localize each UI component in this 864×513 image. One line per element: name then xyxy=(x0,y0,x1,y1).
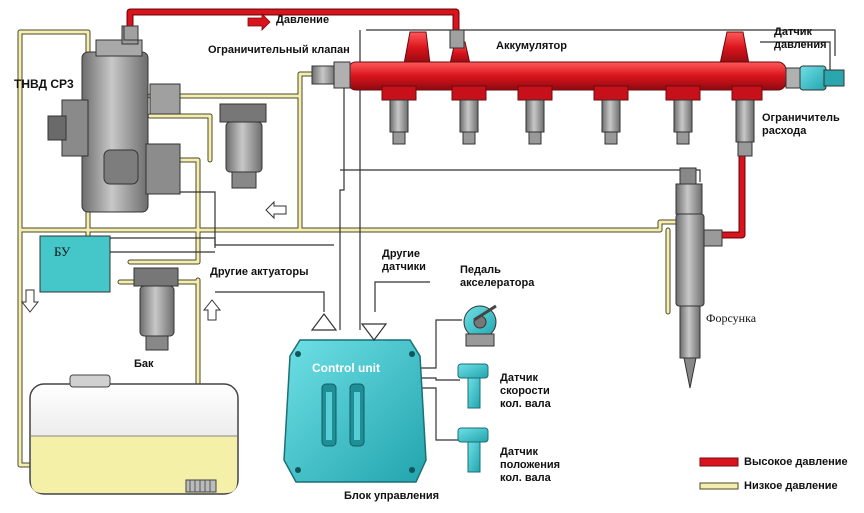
legend-high-swatch xyxy=(699,457,739,467)
label-crank-position-sensor: Датчик положения кол. вала xyxy=(500,446,561,484)
injector xyxy=(675,167,723,389)
flow-arrow-down-icon xyxy=(20,289,40,313)
label-pump: ТНВД СР3 xyxy=(14,77,74,91)
pump-filter xyxy=(219,103,267,189)
label-limiting-valve: Ограничительный клапан xyxy=(208,44,350,56)
label-other-actuators: Другие актуаторы xyxy=(210,266,309,278)
bu-box xyxy=(39,235,111,293)
control-wires xyxy=(109,29,836,441)
label-pressure-sensor: Датчик давления xyxy=(774,26,827,51)
fuel-tank xyxy=(29,374,239,495)
flow-arrow-pressure-icon xyxy=(247,13,271,31)
label-crank-speed-sensor: Датчик скорости кол. вала xyxy=(500,372,551,410)
tank-filter xyxy=(133,267,179,351)
flow-arrow-return-icon xyxy=(265,200,287,220)
signal-triangles xyxy=(310,313,388,341)
legend-low-swatch xyxy=(699,482,739,490)
label-injector: Форсунка xyxy=(706,311,757,325)
control-unit-box xyxy=(283,339,427,483)
label-tank: Бак xyxy=(134,358,154,370)
label-control-unit-en: Control unit xyxy=(312,361,380,375)
legend-low-label: Низкое давление xyxy=(744,480,838,492)
label-control-unit-ru: Блок управления xyxy=(344,490,440,502)
legend-high-label: Высокое давление xyxy=(744,456,848,468)
label-pressure: Давление xyxy=(276,14,330,26)
rail-fittings xyxy=(123,25,755,157)
flow-arrow-up-icon xyxy=(202,299,222,321)
accumulator-rail xyxy=(347,31,787,101)
label-flow-limiter: Ограничитель расхода xyxy=(762,112,840,137)
label-bu: БУ xyxy=(54,244,71,259)
label-accumulator: Аккумулятор xyxy=(496,40,567,52)
high-pressure-pump xyxy=(47,25,181,213)
label-other-sensors: Другие датчики xyxy=(382,248,426,273)
accelerator-pedal-icon xyxy=(463,304,497,347)
pressure-sensor xyxy=(785,65,845,91)
label-accelerator-pedal: Педаль акселератора xyxy=(460,264,535,289)
limiting-valve xyxy=(311,61,351,89)
crank-speed-sensor-icon xyxy=(457,363,489,409)
crank-position-sensor-icon xyxy=(457,427,489,473)
